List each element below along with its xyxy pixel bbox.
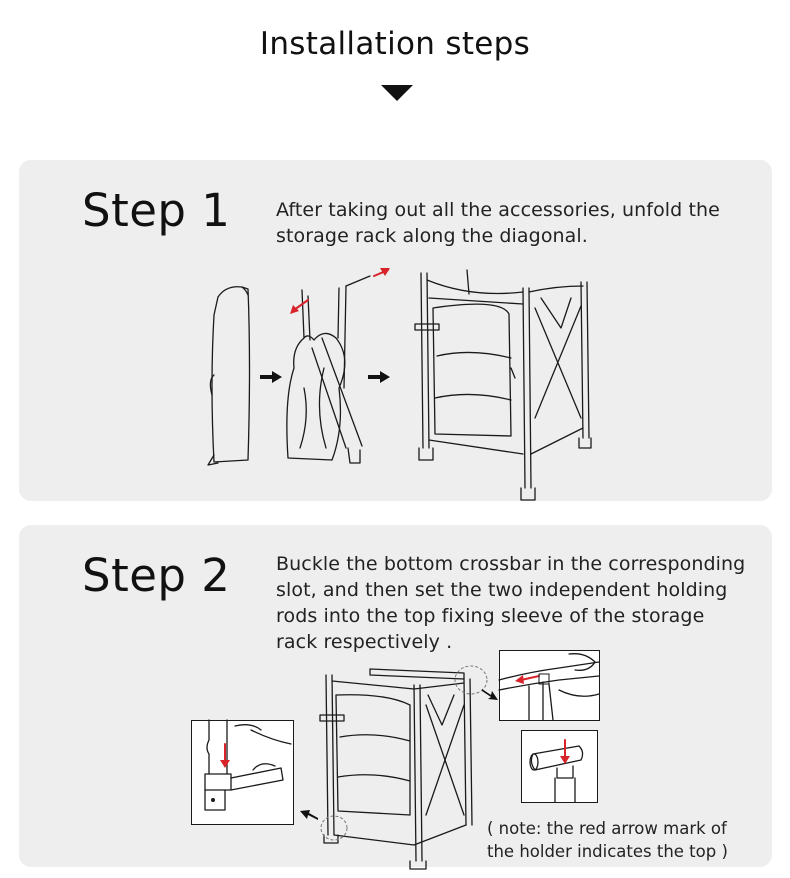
step-1-label: Step 1	[82, 184, 231, 237]
half-unfolded-rack-illustration	[286, 268, 390, 464]
bottom-crossbar-detail	[191, 719, 294, 825]
highlight-circle-icon	[320, 815, 348, 841]
step-2-note: ( note: the red arrow mark of the holder…	[487, 819, 728, 861]
assembled-rack-illustration	[319, 668, 473, 870]
folded-bag-illustration	[207, 286, 251, 466]
right-arrow-icon	[300, 810, 318, 820]
page-title: Installation steps	[259, 26, 531, 62]
top-sleeve-detail	[498, 650, 600, 721]
right-arrow-icon	[368, 371, 390, 383]
holder-top-detail	[521, 730, 598, 803]
step-2-card: Step 2 Buckle the bottom crossbar in the…	[19, 525, 772, 870]
step-2-description: Buckle the bottom crossbar in the corres…	[276, 553, 746, 653]
right-arrow-icon	[482, 689, 498, 700]
down-triangle-icon	[381, 85, 413, 101]
step-2-label: Step 2	[82, 549, 231, 602]
step-1-card: Step 1 After taking out all the accessor…	[19, 160, 772, 501]
step-1-description: After taking out all the accessories, un…	[276, 199, 720, 247]
highlight-circle-icon	[454, 665, 488, 695]
unfolded-rack-illustration	[414, 269, 592, 501]
right-arrow-icon	[260, 371, 282, 383]
